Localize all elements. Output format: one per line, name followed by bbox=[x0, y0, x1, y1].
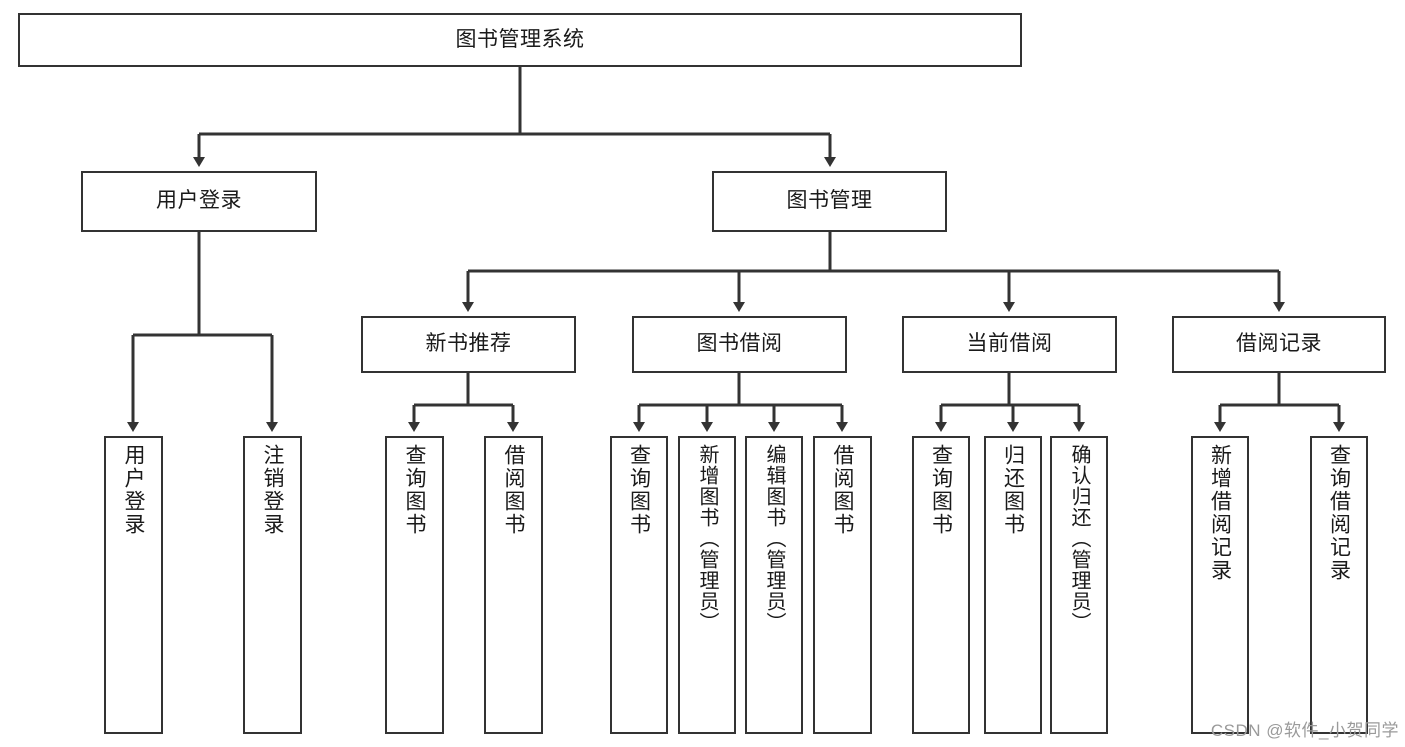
leaf-logout[interactable]: 注销登录 bbox=[243, 436, 302, 734]
leaf-borrow-book-recommendation[interactable]: 借阅图书 bbox=[484, 436, 543, 734]
node-label: 新增图书（管理员） bbox=[696, 444, 718, 633]
node-label: 编辑图书（管理员） bbox=[763, 444, 785, 633]
leaf-edit-book-admin[interactable]: 编辑图书（管理员） bbox=[745, 436, 803, 734]
leaf-add-borrow-record[interactable]: 新增借阅记录 bbox=[1191, 436, 1249, 734]
leaf-query-book-borrowing[interactable]: 查询图书 bbox=[610, 436, 668, 734]
node-label: 图书管理 bbox=[786, 189, 873, 213]
leaf-return-book[interactable]: 归还图书 bbox=[984, 436, 1042, 734]
node-label: 用户登录 bbox=[156, 189, 242, 213]
current-borrow-to-leaf-connectors bbox=[935, 373, 1085, 432]
node-label: 查询借阅记录 bbox=[1327, 444, 1351, 582]
node-label: 借阅图书 bbox=[831, 444, 854, 536]
node-label: 当前借阅 bbox=[966, 332, 1053, 356]
book-management-to-level3-connectors bbox=[462, 232, 1285, 312]
leaf-query-book-recommendation[interactable]: 查询图书 bbox=[385, 436, 444, 734]
node-label: 图书管理系统 bbox=[455, 27, 585, 51]
node-label: 查询图书 bbox=[627, 444, 651, 536]
node-label: 新书推荐 bbox=[425, 332, 512, 356]
node-label: 归还图书 bbox=[1001, 444, 1025, 536]
leaf-borrow-book[interactable]: 借阅图书 bbox=[813, 436, 872, 734]
node-label: 用户登录 bbox=[122, 444, 145, 536]
new-book-to-leaf-connectors bbox=[408, 373, 519, 432]
node-label: 图书借阅 bbox=[696, 332, 783, 356]
node-label: 借阅图书 bbox=[502, 444, 525, 536]
book-borrow-to-leaf-connectors bbox=[633, 373, 848, 432]
node-borrowing-records[interactable]: 借阅记录 bbox=[1172, 316, 1386, 373]
node-label: 注销登录 bbox=[261, 444, 284, 536]
node-label: 查询图书 bbox=[929, 444, 953, 536]
node-new-book-recommendation[interactable]: 新书推荐 bbox=[361, 316, 576, 373]
node-label: 确认归还（管理员） bbox=[1068, 444, 1090, 633]
leaf-user-login[interactable]: 用户登录 bbox=[104, 436, 163, 734]
node-current-borrowing[interactable]: 当前借阅 bbox=[902, 316, 1117, 373]
leaf-confirm-return-admin[interactable]: 确认归还（管理员） bbox=[1050, 436, 1108, 734]
leaf-query-book-current[interactable]: 查询图书 bbox=[912, 436, 970, 734]
node-user-login[interactable]: 用户登录 bbox=[81, 171, 317, 232]
root-to-level2-connectors bbox=[193, 67, 836, 167]
node-root-system[interactable]: 图书管理系统 bbox=[18, 13, 1022, 67]
user-login-to-leaf-connectors bbox=[127, 232, 278, 432]
node-label: 查询图书 bbox=[403, 444, 426, 536]
leaf-query-borrow-record[interactable]: 查询借阅记录 bbox=[1310, 436, 1368, 734]
node-label: 借阅记录 bbox=[1236, 332, 1322, 356]
node-label: 新增借阅记录 bbox=[1208, 444, 1232, 582]
node-book-management[interactable]: 图书管理 bbox=[712, 171, 947, 232]
borrow-record-to-leaf-connectors bbox=[1214, 373, 1345, 432]
node-book-borrowing[interactable]: 图书借阅 bbox=[632, 316, 847, 373]
leaf-add-book-admin[interactable]: 新增图书（管理员） bbox=[678, 436, 736, 734]
